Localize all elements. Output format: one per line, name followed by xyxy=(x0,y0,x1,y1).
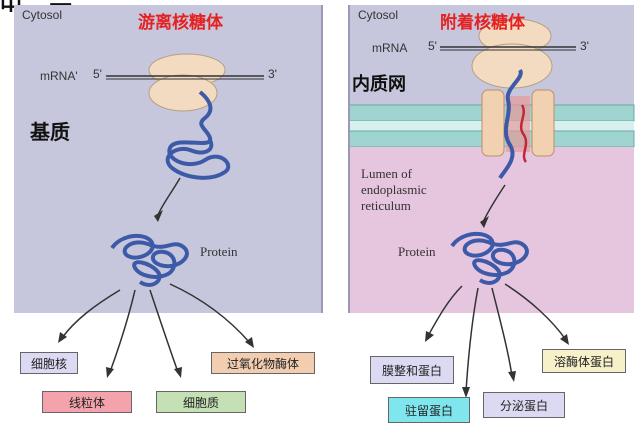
right-folded-protein xyxy=(450,231,529,285)
dest-label: 膜整和蛋白 xyxy=(381,363,442,378)
dest-label: 分泌蛋白 xyxy=(499,398,548,413)
right-five-prime: 5' xyxy=(428,39,437,53)
left-title: 游离核糖体 xyxy=(138,13,223,33)
right-hand-label: 内质网 xyxy=(352,74,406,95)
right-nascent-chain xyxy=(498,68,523,180)
right-title: 附着核糖体 xyxy=(440,13,525,33)
right-cytosol-label: Cytosol xyxy=(358,8,399,22)
dest-label: 细胞核 xyxy=(30,356,67,371)
right-three-prime: 3' xyxy=(580,39,589,53)
left-arrow-down xyxy=(157,177,181,216)
left-cytosol-label: Cytosol xyxy=(22,8,63,22)
right-dest-membrane: 膜整和蛋白 xyxy=(370,356,454,384)
left-arrows xyxy=(61,283,251,373)
right-ribosome xyxy=(471,18,553,89)
dest-label: 线粒体 xyxy=(68,395,105,410)
left-folded-protein xyxy=(110,233,189,287)
left-five-prime: 5' xyxy=(93,67,102,81)
right-arrows xyxy=(427,283,567,393)
right-signal-peptide xyxy=(519,104,528,163)
left-dest-peroxisome: 过氧化物酶体 xyxy=(211,352,315,374)
left-protein-label: Protein xyxy=(200,244,238,259)
right-dest-secretory: 分泌蛋白 xyxy=(483,392,565,418)
left-dest-cytoplasm: 细胞质 xyxy=(156,391,246,413)
right-protein-label: Protein xyxy=(398,244,436,259)
dest-label: 驻留蛋白 xyxy=(404,403,453,418)
right-dest-resident: 驻留蛋白 xyxy=(388,397,470,423)
dest-label: 细胞质 xyxy=(182,395,219,410)
left-nascent-chain xyxy=(165,90,231,180)
left-hand-label: 基质 xyxy=(30,120,70,144)
left-dest-nucleus: 细胞核 xyxy=(20,352,78,374)
right-mrna-label: mRNA xyxy=(372,41,408,55)
left-three-prime: 3' xyxy=(268,67,277,81)
left-ribosome xyxy=(148,53,226,112)
dest-label: 过氧化物酶体 xyxy=(226,356,299,371)
left-mrna-label: mRNA' xyxy=(40,69,78,83)
right-lumen-bg xyxy=(349,147,634,313)
dest-label: 溶酶体蛋白 xyxy=(553,354,614,369)
left-dest-mitochondria: 线粒体 xyxy=(42,391,132,413)
translocon xyxy=(481,89,555,157)
right-dest-lysosomal: 溶酶体蛋白 xyxy=(542,349,626,373)
right-lumen-label: Lumen of endoplasmic reticulum xyxy=(361,166,427,213)
right-arrow-down xyxy=(483,184,506,221)
